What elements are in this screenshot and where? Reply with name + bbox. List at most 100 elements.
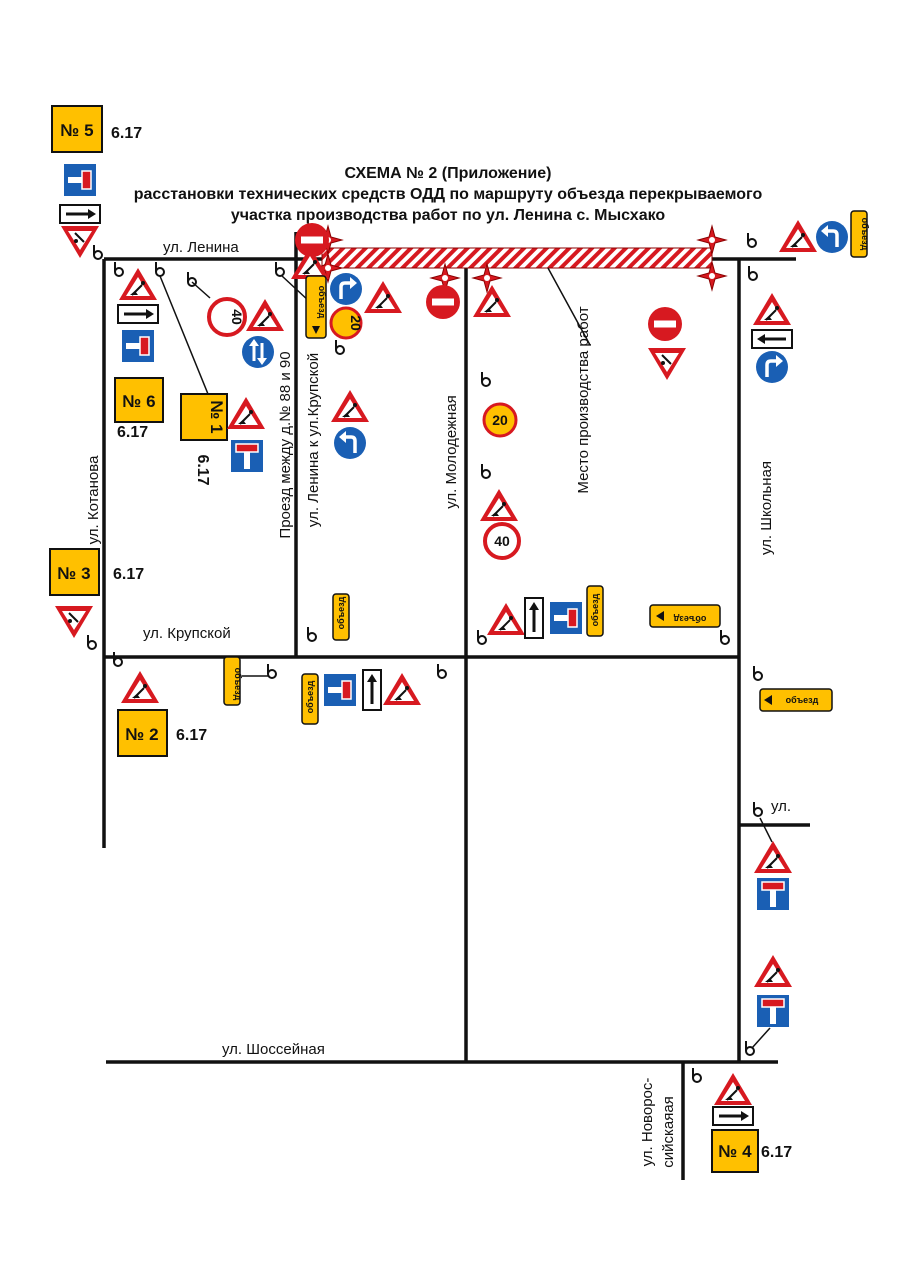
road-works-sign	[120, 670, 160, 704]
detour-sign: объезд	[301, 673, 319, 725]
signpost-icon	[275, 261, 285, 277]
road-works-sign	[330, 389, 370, 423]
point-no6-label: № 6	[122, 392, 155, 411]
point-no1-ref: 6.17	[194, 454, 211, 485]
detour-sign-text: объезд	[673, 614, 706, 624]
signpost-icon	[481, 371, 491, 387]
road-works-sign	[752, 292, 792, 326]
signpost-icon	[114, 261, 124, 277]
signpost-icon	[87, 634, 97, 650]
point-no5: № 5 6.17	[51, 105, 142, 153]
point-no4-ref: 6.17	[761, 1144, 792, 1161]
signpost-icon	[477, 629, 487, 645]
point-no6: № 6 6.17	[114, 377, 164, 441]
point-no4: № 4 6.17	[711, 1129, 792, 1173]
detour-sign: объезд	[586, 585, 604, 637]
signpost-icon	[692, 1067, 702, 1083]
speed-limit-20-text: 20	[492, 412, 508, 428]
street-shkolnaya: ул. Школьная	[758, 461, 775, 555]
pointer-line	[159, 275, 209, 395]
detour-sign: объезд	[850, 210, 870, 258]
road-works-sign	[472, 284, 512, 318]
one-way-arrow-sign	[361, 668, 383, 712]
speed-limit-sign: 20	[329, 306, 364, 340]
street-novoross-1: ул. Новорос-	[639, 1078, 656, 1167]
road-works-sign	[713, 1072, 753, 1106]
point-no5-label: № 5	[60, 121, 93, 140]
signpost-icon	[93, 244, 103, 260]
street-proezd: Проезд между д.№ 88 и 90	[277, 351, 294, 538]
street-shosseynaya: ул. Шоссейная	[222, 1041, 325, 1058]
road-works-sign	[778, 219, 818, 253]
turn-right-sign	[754, 349, 790, 385]
work-zone-pointer	[547, 267, 591, 346]
title-line-1: СХЕМА № 2 (Приложение)	[345, 165, 552, 182]
no-entry-sign	[648, 307, 682, 341]
signpost-icon	[753, 665, 763, 681]
point-no1-label: № 1	[207, 400, 226, 433]
detour-sign-text: объезд	[317, 286, 327, 319]
one-way-arrow-sign	[116, 303, 160, 325]
road-works-sign	[226, 396, 266, 430]
pointer-line	[751, 1027, 771, 1049]
speed-limit-sign: 40	[483, 522, 521, 560]
title-line-3: участка производства работ по ул. Ленина…	[231, 207, 666, 224]
point-no3-label: № 3	[57, 564, 90, 583]
road-works-sign	[479, 488, 519, 522]
street-ul-short: ул.	[771, 798, 791, 815]
dead-end-sign	[230, 439, 264, 473]
road-works-sign	[382, 672, 422, 706]
road-works-sign	[118, 267, 158, 301]
point-no6-ref: 6.17	[117, 424, 148, 441]
dead-end-sign	[756, 877, 790, 911]
no-entry-sign	[426, 285, 460, 319]
detour-sign: объезд	[649, 604, 721, 628]
dead-end-sign	[549, 601, 583, 635]
point-no2-label: № 2	[125, 725, 158, 744]
work-zone	[321, 247, 713, 269]
title-line-2: расстановки технических средств ОДД по м…	[134, 186, 763, 203]
street-krupskoy: ул. Крупской	[143, 625, 231, 642]
signpost-icon	[753, 801, 763, 817]
dead-end-sign	[756, 994, 790, 1028]
detour-sign-text: объезд	[305, 680, 315, 713]
point-no3: № 3 6.17	[49, 548, 144, 596]
signpost-icon	[720, 629, 730, 645]
dead-end-sign	[323, 673, 357, 707]
dead-end-sign	[121, 329, 155, 363]
workplace-label: Место производства работ	[575, 306, 592, 493]
road-works-sign	[647, 347, 687, 381]
road-works-sign	[486, 602, 526, 636]
street-lenina-krupskoy: ул. Ленина к ул.Крупской	[305, 353, 322, 527]
speed-limit-sign: 20	[482, 402, 518, 438]
point-no2-ref: 6.17	[176, 727, 207, 744]
dead-end-sign	[63, 163, 97, 197]
speed-limit-sign: 40	[207, 297, 247, 337]
pointer-line	[759, 817, 773, 843]
signpost-icon	[267, 663, 277, 679]
detour-sign-text: объезд	[336, 596, 346, 629]
pointer-line	[191, 281, 211, 299]
signpost-icon	[748, 265, 758, 281]
road-works-sign	[753, 954, 793, 988]
road-works-sign	[363, 280, 403, 314]
road-network	[102, 232, 810, 1180]
point-no3-ref: 6.17	[113, 566, 144, 583]
one-way-arrow-sign	[58, 203, 102, 225]
road-works-sign	[753, 840, 793, 874]
point-no5-ref: 6.17	[111, 125, 142, 142]
street-molodezhnaya: ул. Молодежная	[443, 395, 460, 509]
road-works-sign	[245, 298, 285, 332]
signpost-icon	[335, 339, 345, 355]
speed-limit-20-text: 20	[348, 315, 364, 331]
signpost-icon	[747, 232, 757, 248]
detour-sign: объезд	[223, 656, 243, 706]
one-way-arrow-sign	[523, 596, 545, 640]
point-no4-label: № 4	[718, 1142, 752, 1161]
detour-sign-text: объезд	[233, 668, 243, 701]
road-works-sign	[54, 605, 94, 639]
point-no2: № 2 6.17	[117, 709, 207, 757]
detour-sign-text: объезд	[860, 218, 870, 251]
turn-left-sign	[814, 219, 850, 255]
